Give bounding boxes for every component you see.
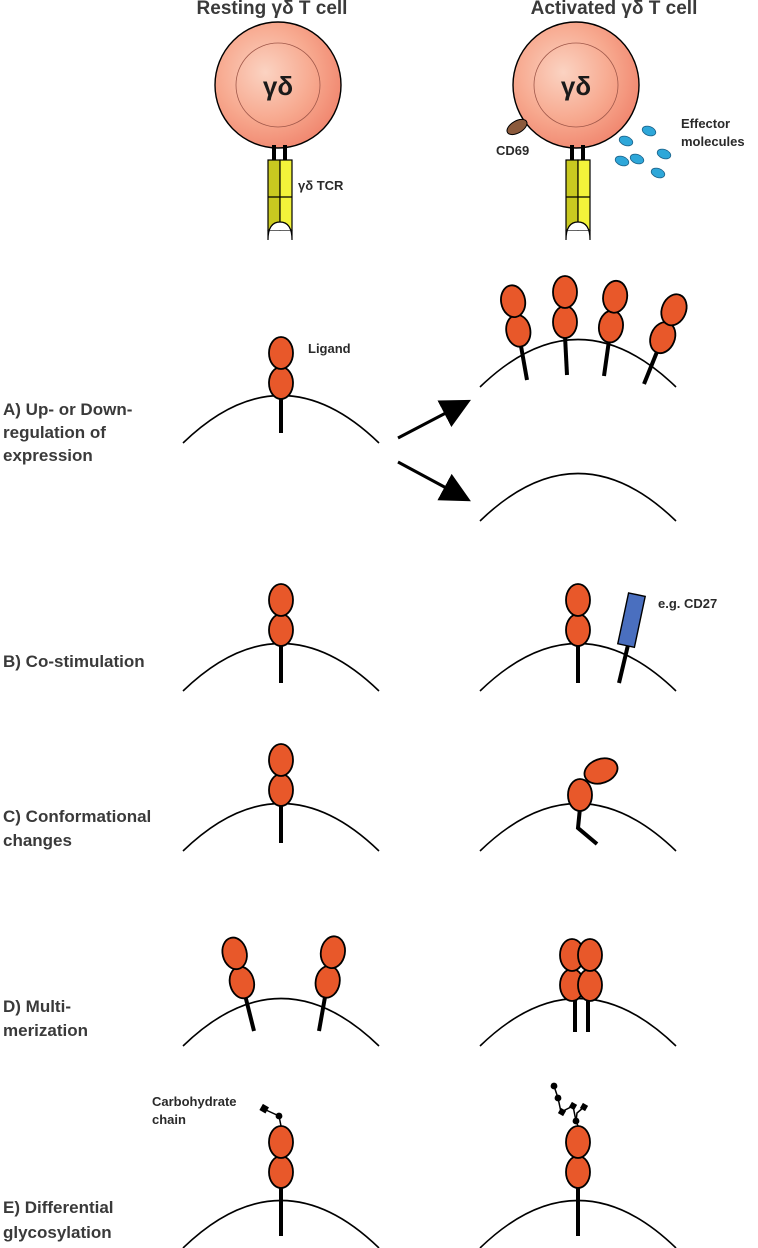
resting-t-cell: γδ γδ TCR	[214, 21, 344, 241]
ligand-molecule	[642, 293, 688, 385]
ligand-molecule	[221, 936, 256, 1032]
ligand-molecule	[597, 279, 629, 377]
cd27-receptor	[616, 592, 647, 684]
effector-molecules	[614, 125, 672, 179]
section-b-resting	[182, 583, 380, 692]
ligand-molecule	[552, 275, 578, 376]
section-a-line3: expression	[3, 446, 93, 465]
cd69-marker	[506, 118, 528, 136]
ligand-molecule-bent	[567, 757, 619, 846]
header-resting: Resting γδ T cell	[197, 0, 348, 19]
section-d-activated	[479, 938, 677, 1047]
cell-membrane	[182, 997, 380, 1047]
section-a-resting: Ligand	[182, 336, 380, 444]
upregulation-arrow	[397, 399, 471, 440]
section-c-line1: C) Conformational	[3, 807, 151, 826]
tcr-label: γδ TCR	[298, 178, 344, 193]
carbohydrate-chain	[259, 1103, 283, 1127]
resting-nucleus-label: γδ	[263, 71, 293, 101]
section-a-line1: A) Up- or Down-	[3, 400, 132, 419]
section-b-line1: B) Co-stimulation	[3, 652, 145, 671]
ligand-molecule	[268, 336, 294, 433]
section-e-activated	[479, 1082, 677, 1248]
ligand-label: Ligand	[308, 341, 351, 356]
section-c-activated	[479, 757, 677, 852]
ligand-molecule	[268, 743, 294, 843]
section-a-upregulated	[479, 275, 688, 388]
section-d-resting	[182, 935, 380, 1047]
section-a-downregulated	[479, 472, 677, 522]
ligand-molecule	[314, 935, 346, 1032]
downregulation-arrow	[397, 460, 471, 502]
ligand-molecule	[268, 1125, 294, 1236]
section-d-line1: D) Multi-	[3, 997, 71, 1016]
section-e-line1: E) Differential	[3, 1198, 114, 1217]
header-activated: Activated γδ T cell	[531, 0, 698, 19]
carbohydrate-chain	[550, 1082, 589, 1127]
cd27-label: e.g. CD27	[658, 596, 717, 611]
cd69-label: CD69	[496, 143, 529, 158]
cell-membrane	[479, 472, 677, 522]
activated-t-cell: γδ CD69 Effector molecules	[496, 21, 745, 241]
section-e-resting: Carbohydrate chain	[152, 1094, 380, 1248]
section-a-line2: regulation of	[3, 423, 106, 442]
ligand-molecule	[565, 583, 591, 683]
section-c-resting	[182, 743, 380, 852]
activated-tcr	[565, 145, 591, 241]
section-b-activated: e.g. CD27	[479, 583, 717, 692]
ligand-molecule	[500, 284, 532, 381]
section-e-line2: glycosylation	[3, 1223, 112, 1242]
section-d-line2: merization	[3, 1021, 88, 1040]
effector-label-line1: Effector	[681, 116, 730, 131]
section-c-line2: changes	[3, 831, 72, 850]
ligand-molecule	[565, 1125, 591, 1236]
cell-membrane	[479, 997, 677, 1047]
ligand-molecule	[268, 583, 294, 683]
resting-tcr	[267, 145, 293, 241]
carbohydrate-label-line1: Carbohydrate	[152, 1094, 237, 1109]
ligand-dimer	[559, 938, 603, 1032]
carbohydrate-label-line2: chain	[152, 1112, 186, 1127]
effector-label-line2: molecules	[681, 134, 745, 149]
activated-nucleus-label: γδ	[561, 71, 591, 101]
